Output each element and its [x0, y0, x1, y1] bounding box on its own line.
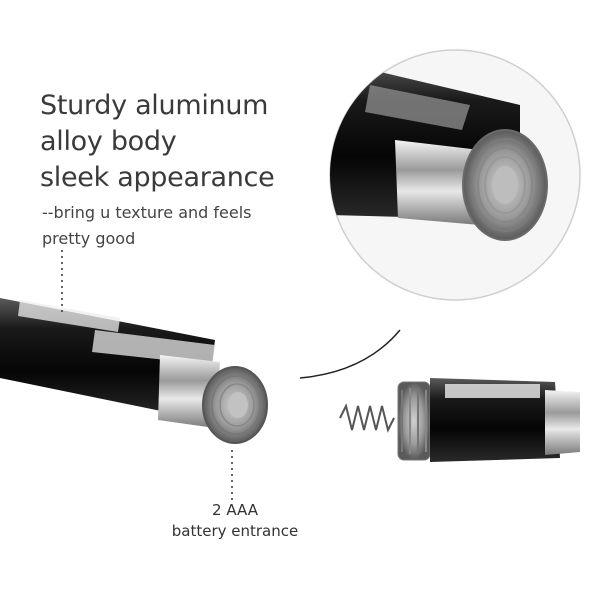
subtext: --bring u texture and feels pretty good	[42, 200, 342, 252]
headline: Sturdy aluminum alloy body sleek appeara…	[40, 88, 330, 196]
battery-label: 2 AAA battery entrance	[150, 500, 320, 542]
battery-label-line-1: 2 AAA	[212, 501, 258, 519]
subtext-line-1: --bring u texture and feels	[42, 203, 252, 222]
headline-line-1: Sturdy aluminum	[40, 90, 269, 121]
subtext-line-2: pretty good	[42, 229, 136, 248]
zoom-connector-line	[299, 329, 401, 379]
zoom-circle	[329, 49, 581, 301]
flashlight-body	[0, 298, 268, 444]
battery-label-line-2: battery entrance	[171, 522, 299, 540]
battery-cap	[339, 378, 580, 462]
headline-line-3: sleek appearance	[40, 162, 275, 193]
spring-icon	[339, 403, 395, 433]
headline-line-2: alloy body	[40, 126, 177, 157]
